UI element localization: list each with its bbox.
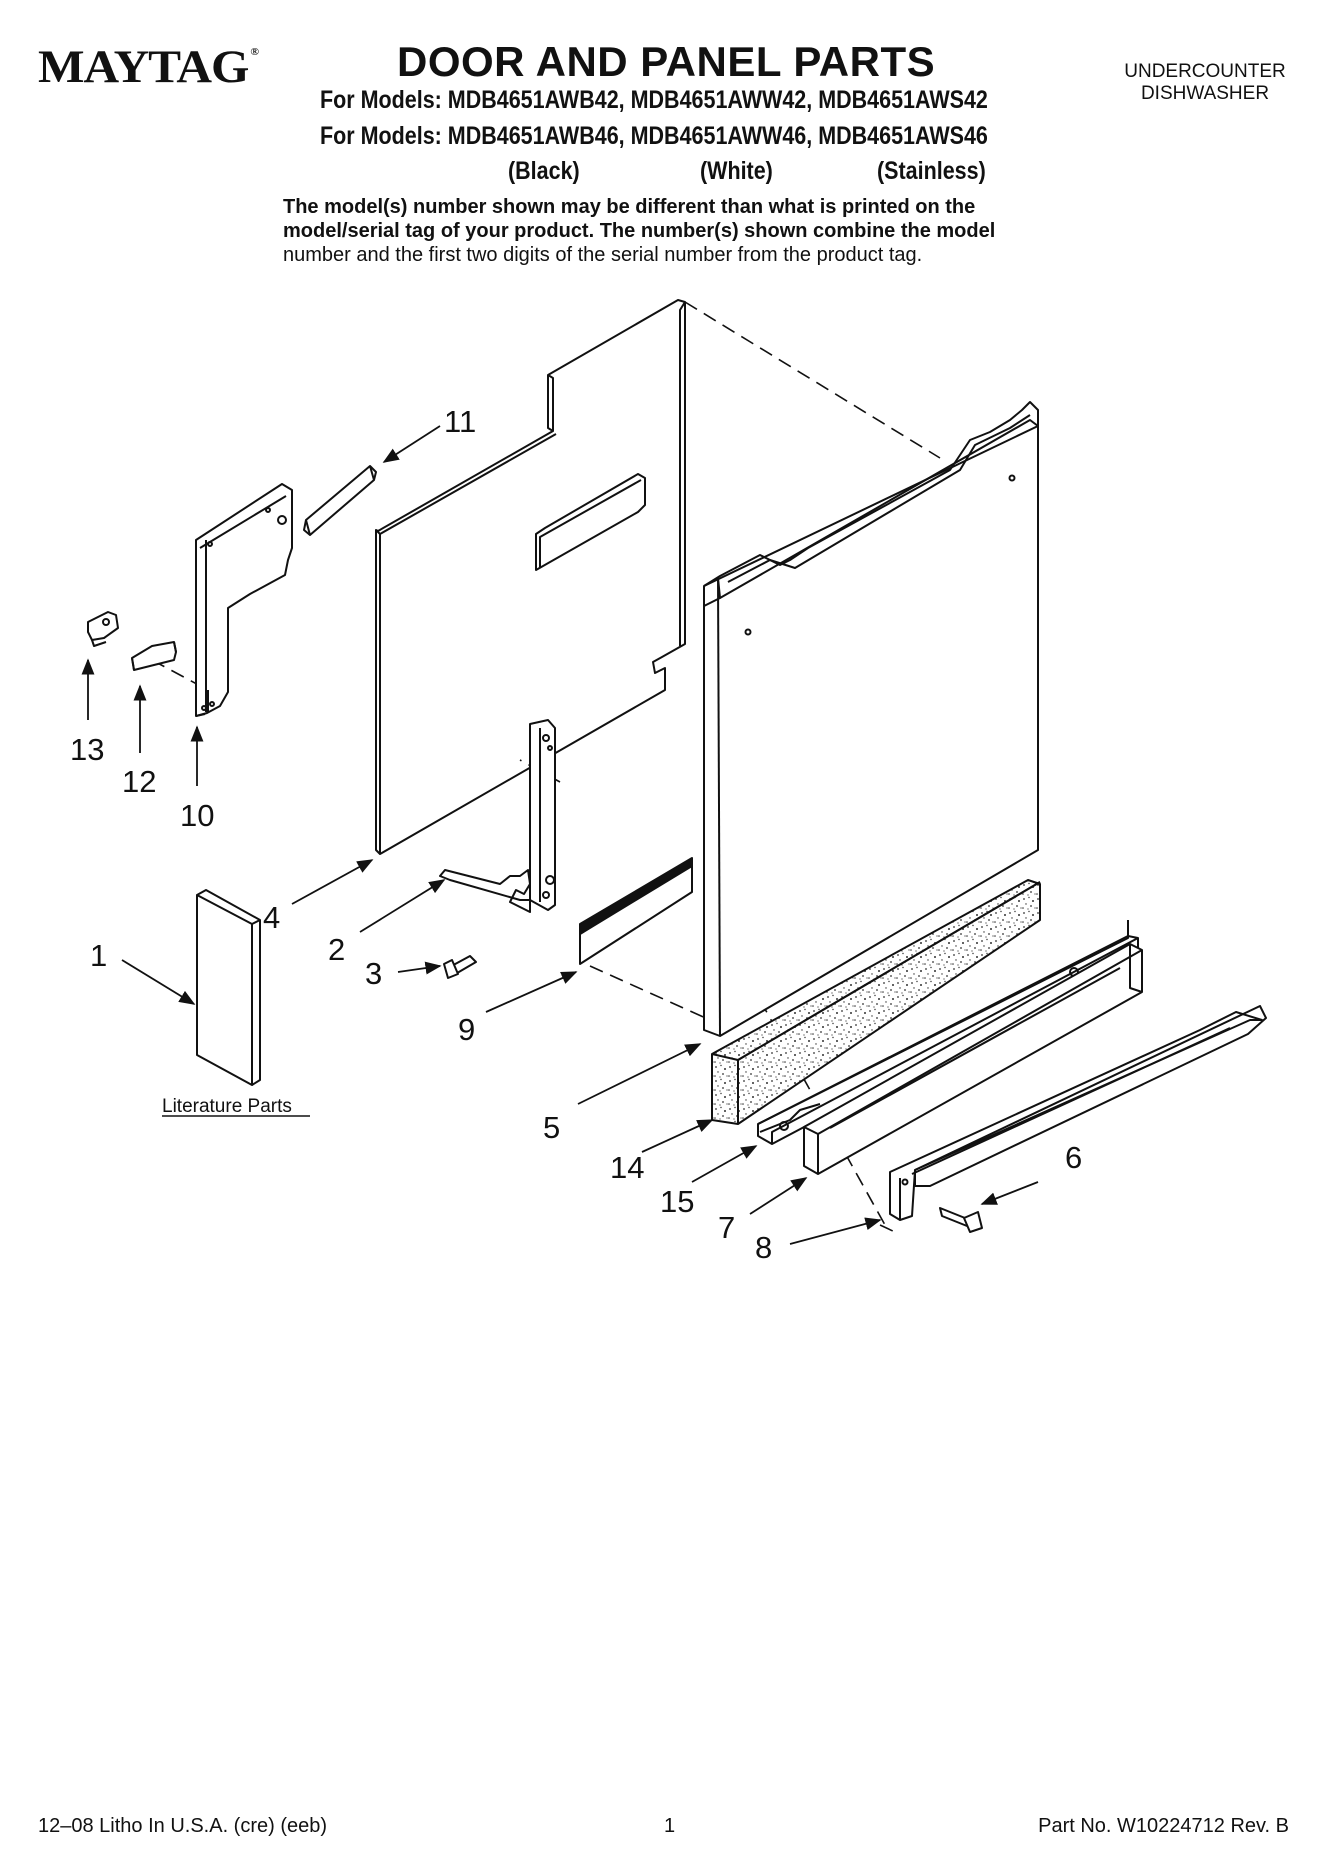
note-line-3: number and the first two digits of the s… [283,244,923,266]
inner-door-panel [375,299,686,855]
part-number: Part No. W10224712 Rev. B [1038,1815,1289,1837]
product-type: UNDERCOUNTER DISHWASHER [1090,61,1320,105]
callout-10: 10 [180,798,214,833]
model-note: The model(s) number shown may be differe… [283,195,995,267]
note-line-1: The model(s) number shown may be differe… [283,196,976,218]
page-number: 1 [664,1815,676,1837]
callout-15: 15 [660,1184,694,1219]
callout-11: 11 [444,404,476,439]
models-line-1: For Models: MDB4651AWB42, MDB4651AWW42, … [320,86,988,114]
brand-name: MAYTAG [38,41,249,93]
callout-14: 14 [610,1150,644,1185]
kick-panel [803,943,1143,1175]
hinge-bracket [439,719,556,913]
callout-2: 2 [328,932,345,967]
page-title: DOOR AND PANEL PARTS [397,38,936,85]
toe-plate [889,1005,1267,1221]
vent-panel [195,483,293,717]
spacer-block-top [303,465,377,536]
color-black: (Black) [508,157,580,185]
color-stainless: (Stainless) [877,157,986,185]
outer-door-panel [703,401,1039,1037]
clip [87,611,119,647]
color-white: (White) [700,157,773,185]
callout-8: 8 [755,1230,772,1265]
callout-12: 12 [122,764,156,799]
screw-toe-plate [939,1207,983,1233]
callout-3: 3 [365,956,382,991]
spacer-block-small [131,641,177,671]
callout-7: 7 [718,1210,735,1245]
callout-13: 13 [70,732,104,767]
callout-6: 6 [1065,1140,1082,1175]
callout-1: 1 [90,938,107,973]
leader-lines [81,425,1039,1245]
print-info: 12–08 Litho In U.S.A. (cre) (eeb) [38,1815,328,1837]
callout-5: 5 [543,1110,560,1145]
literature-booklet [196,889,261,1086]
callout-9: 9 [458,1012,475,1047]
product-line-2: DISHWASHER [1140,83,1270,104]
literature-parts-label: Literature Parts [162,1096,292,1117]
registered-mark: ® [250,46,259,58]
callout-4: 4 [263,900,280,935]
screw [443,955,477,979]
note-line-2: model/serial tag of your product. The nu… [283,220,996,242]
gasket-strip [579,857,693,965]
models-line-2: For Models: MDB4651AWB46, MDB4651AWW46, … [320,122,988,150]
product-line-1: UNDERCOUNTER [1124,61,1286,82]
brand-logo: MAYTAG® [38,40,259,94]
